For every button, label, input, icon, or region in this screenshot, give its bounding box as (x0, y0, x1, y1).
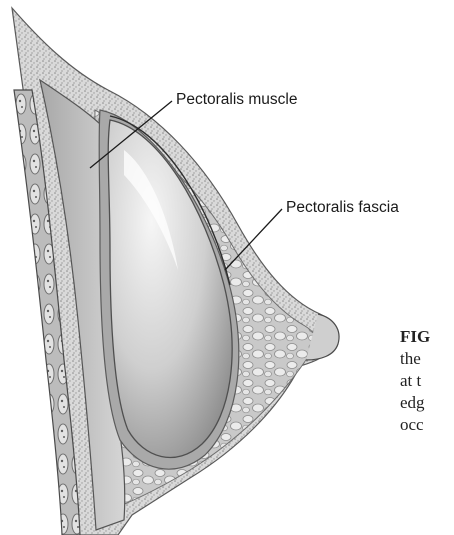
caption-fragment-1: FIG (400, 326, 430, 348)
label-pectoralis-fascia: Pectoralis fascia (286, 199, 399, 217)
caption-fragment-2: the (400, 348, 421, 370)
caption-fragment-5: occ (400, 414, 424, 436)
label-pectoralis-muscle: Pectoralis muscle (176, 91, 297, 109)
caption-fragment-3: at t (400, 370, 421, 392)
caption-fragment-4: edg (400, 392, 425, 414)
